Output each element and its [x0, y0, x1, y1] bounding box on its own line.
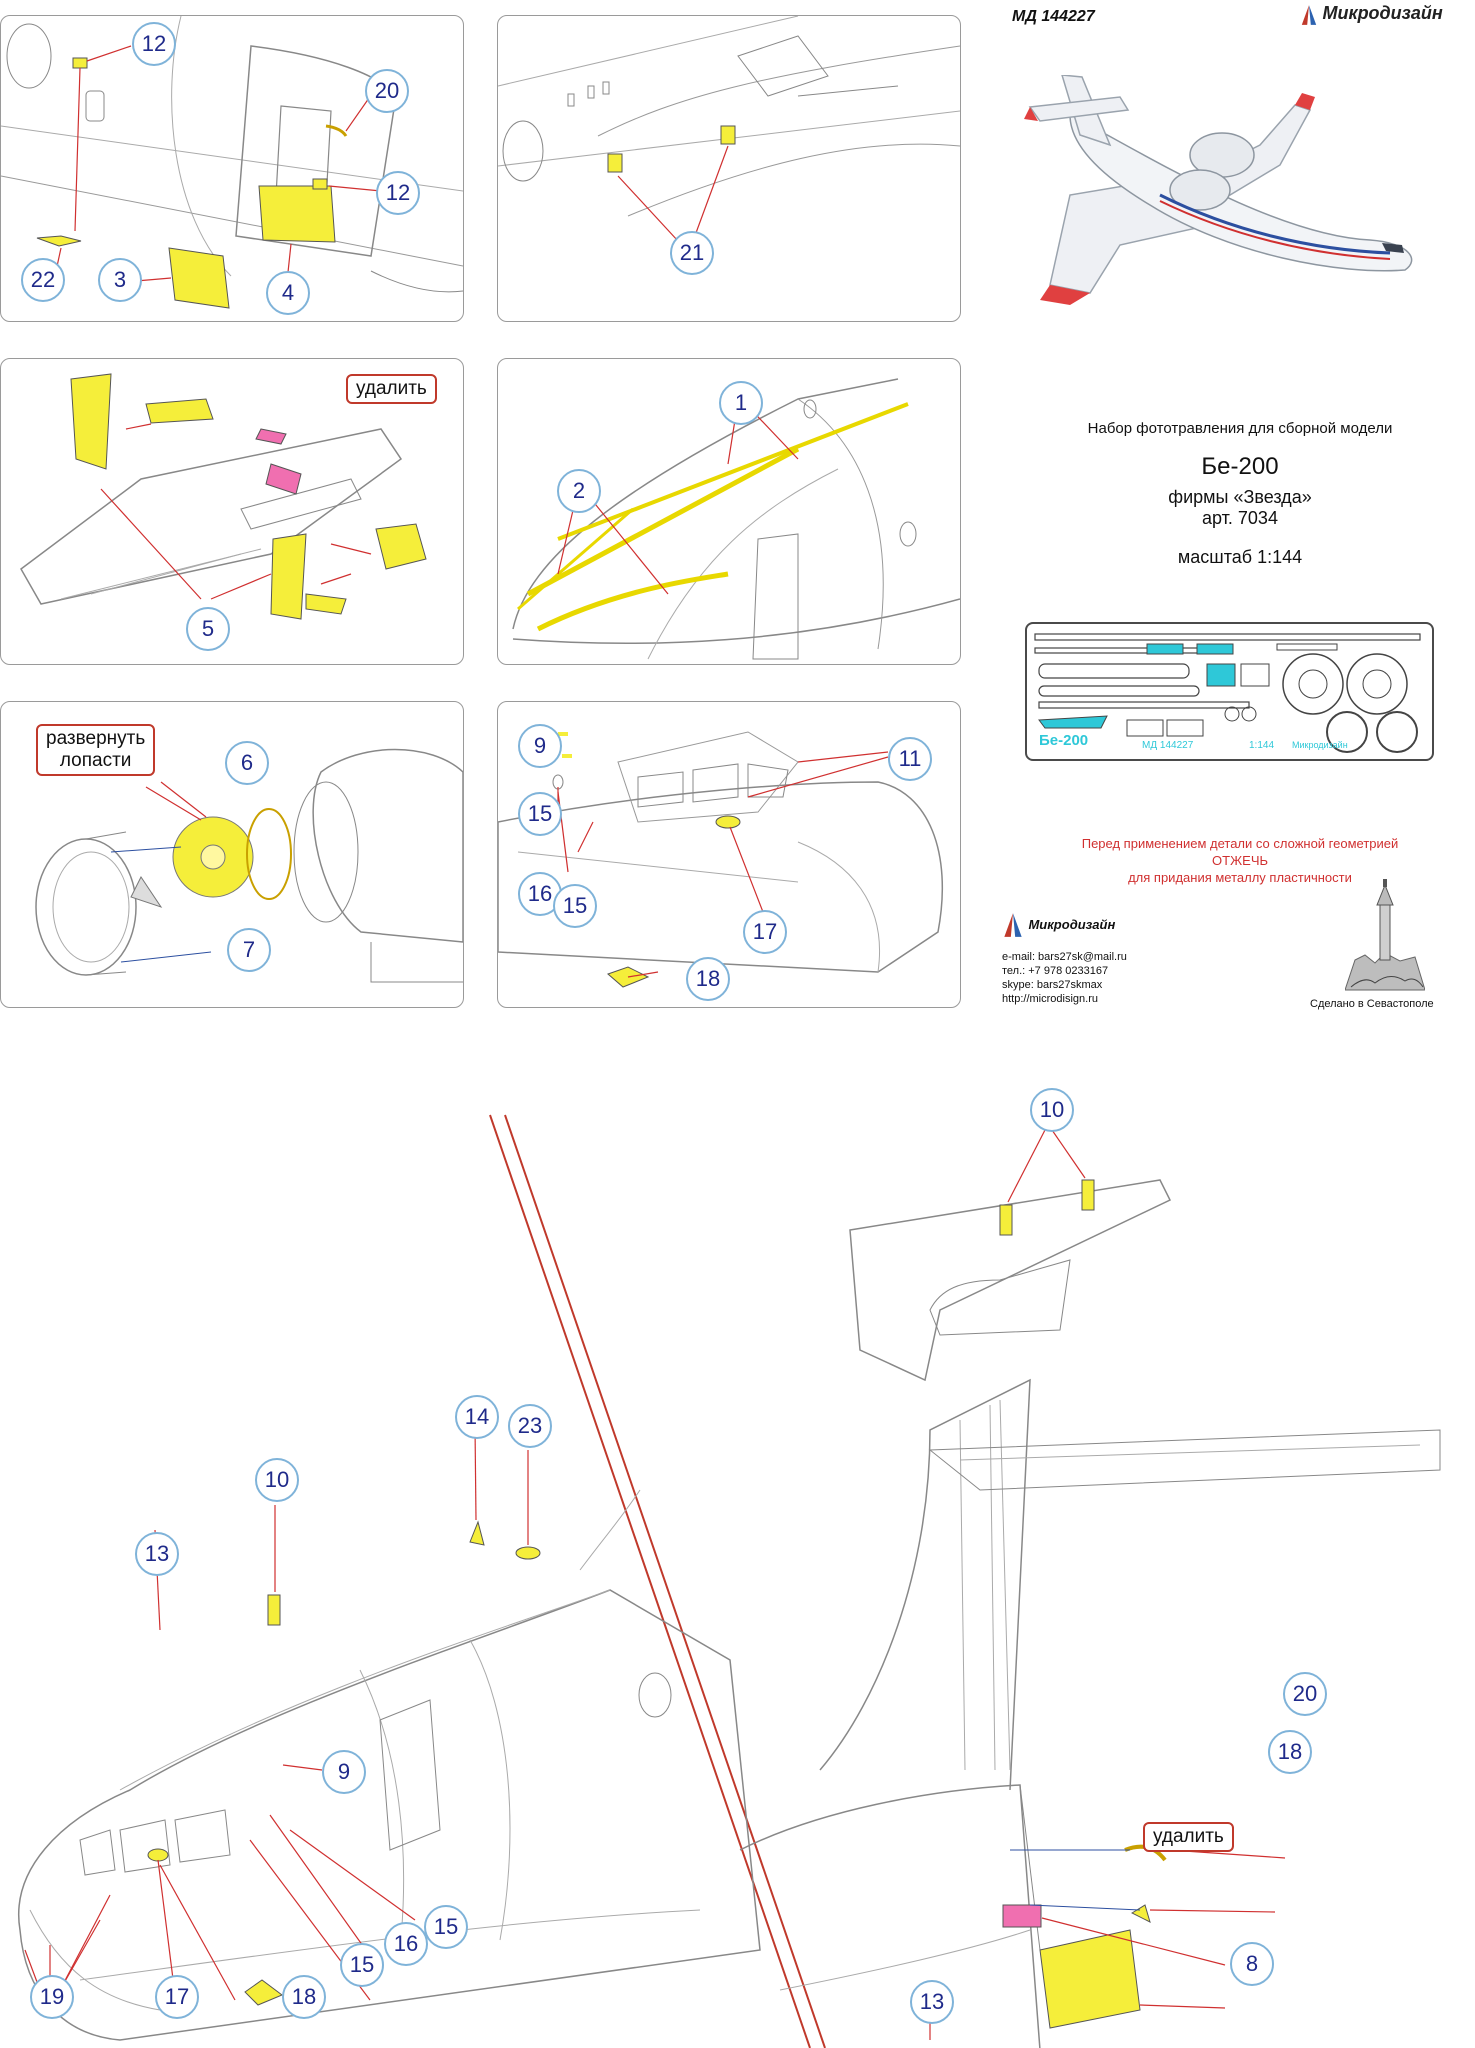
- warning-line: для придания металлу пластичности: [1128, 870, 1352, 885]
- panel-6-drawing: [498, 731, 944, 988]
- part-callout: 12: [132, 22, 176, 66]
- part-callout: 10: [1030, 1088, 1074, 1132]
- unfold-blades-label: развернуть лопасти: [36, 724, 156, 776]
- part-callout: 15: [424, 1905, 468, 1949]
- remove-label: удалить: [1143, 1822, 1234, 1852]
- fret-brand: Микродизайн: [1292, 740, 1348, 750]
- fret-name: Бе-200: [1039, 732, 1089, 749]
- part-callout: 3: [98, 258, 142, 302]
- part-callout: 9: [518, 724, 562, 768]
- part-callout: 2: [557, 469, 601, 513]
- part-callout: 17: [743, 910, 787, 954]
- panel-entrance-door: 12 20 12 22 3 4: [0, 15, 464, 322]
- fret-parts-drawing: [1034, 633, 1421, 753]
- airplane-body: [1024, 75, 1413, 305]
- part-callout: 20: [1283, 1672, 1327, 1716]
- microdesign-logo-icon: [1301, 4, 1317, 25]
- model-name: Бе-200: [1201, 453, 1279, 480]
- part-callout: 11: [888, 737, 932, 781]
- fret-scale: 1:144: [1249, 740, 1275, 751]
- warning-emphasis: ОТЖЕЧЬ: [1211, 853, 1269, 868]
- part-callout: 19: [30, 1975, 74, 2019]
- contact-info: e-mail: bars27sk@mail.ru тел.: +7 978 02…: [1002, 950, 1127, 1006]
- part-callout: 18: [282, 1975, 326, 2019]
- brand-name: Микродизайн: [1322, 3, 1443, 23]
- panel-fuselage-hatches: 21: [497, 15, 961, 322]
- contact-email[interactable]: e-mail: bars27sk@mail.ru: [1002, 951, 1127, 963]
- part-callout: 18: [1268, 1730, 1312, 1774]
- part-callout: 6: [225, 741, 269, 785]
- part-callout: 9: [322, 1750, 366, 1794]
- part-callout: 15: [553, 884, 597, 928]
- panel-3-drawing: [20, 373, 427, 620]
- kit-description: Набор фототравления для сборной модели Б…: [1010, 420, 1470, 568]
- panel-fuselage-strakes: 1 2: [497, 358, 961, 665]
- part-callout: 20: [365, 69, 409, 113]
- panel-5-drawing: [35, 748, 463, 983]
- contact-logo: Микродизайн: [1002, 912, 1115, 938]
- contact-phone: тел.: +7 978 0233167: [1002, 965, 1109, 977]
- part-callout: 13: [135, 1532, 179, 1576]
- main-assembly-drawing: [18, 1114, 1441, 2048]
- article-number: арт. 7034: [1202, 508, 1278, 528]
- part-callout: 1: [719, 381, 763, 425]
- brand-logo: Микродизайн: [1300, 3, 1443, 26]
- sevastopol-monument-icon: [1345, 879, 1425, 991]
- contact-skype: skype: bars27skmax: [1002, 979, 1103, 991]
- brand-name: Микродизайн: [1028, 917, 1116, 933]
- warning-line: Перед применением детали со сложной геом…: [1081, 836, 1399, 851]
- microdesign-logo-icon: [1004, 913, 1022, 937]
- maker-name: фирмы «Звезда»: [1168, 487, 1312, 507]
- part-callout: 18: [686, 957, 730, 1001]
- part-callout: 5: [186, 607, 230, 651]
- part-callout: 17: [155, 1975, 199, 2019]
- part-callout: 7: [227, 928, 271, 972]
- part-callout: 12: [376, 171, 420, 215]
- part-callout: 16: [384, 1922, 428, 1966]
- part-callout: 8: [1230, 1942, 1274, 1986]
- panel-1-drawing: [1, 16, 463, 309]
- panel-cockpit-nose: 9 15 16 15 11 17 18: [497, 701, 961, 1008]
- panel-engine-fan: развернуть лопасти 6 7: [0, 701, 464, 1008]
- part-callout: 15: [340, 1943, 384, 1987]
- unfold-line: развернуть: [46, 728, 146, 749]
- part-callout: 23: [508, 1404, 552, 1448]
- part-callout: 22: [21, 258, 65, 302]
- scale-label: масштаб 1:144: [1177, 547, 1303, 567]
- panel-wing-flap: удалить 5: [0, 358, 464, 665]
- made-in-label: Сделано в Севастополе: [1310, 998, 1434, 1010]
- part-callout: 14: [455, 1395, 499, 1439]
- part-callout: 4: [266, 271, 310, 315]
- unfold-line: лопасти: [59, 749, 132, 771]
- part-callout: 21: [670, 231, 714, 275]
- part-callout: 13: [910, 1980, 954, 2024]
- panel-2-drawing: [498, 16, 960, 242]
- be200-airplane-illustration: [1024, 75, 1413, 305]
- fret-preview: Бе-200 МД 144227 1:144 Микродизайн: [1025, 622, 1434, 761]
- fret-code: МД 144227: [1142, 740, 1194, 751]
- remove-label: удалить: [346, 374, 437, 404]
- contact-website[interactable]: http://microdisign.ru: [1002, 993, 1098, 1005]
- part-callout: 15: [518, 792, 562, 836]
- annealing-warning: Перед применением детали со сложной геом…: [1010, 835, 1470, 886]
- description-line: Набор фототравления для сборной модели: [1087, 420, 1393, 437]
- part-callout: 10: [255, 1458, 299, 1502]
- product-code: МД 144227: [1012, 8, 1095, 25]
